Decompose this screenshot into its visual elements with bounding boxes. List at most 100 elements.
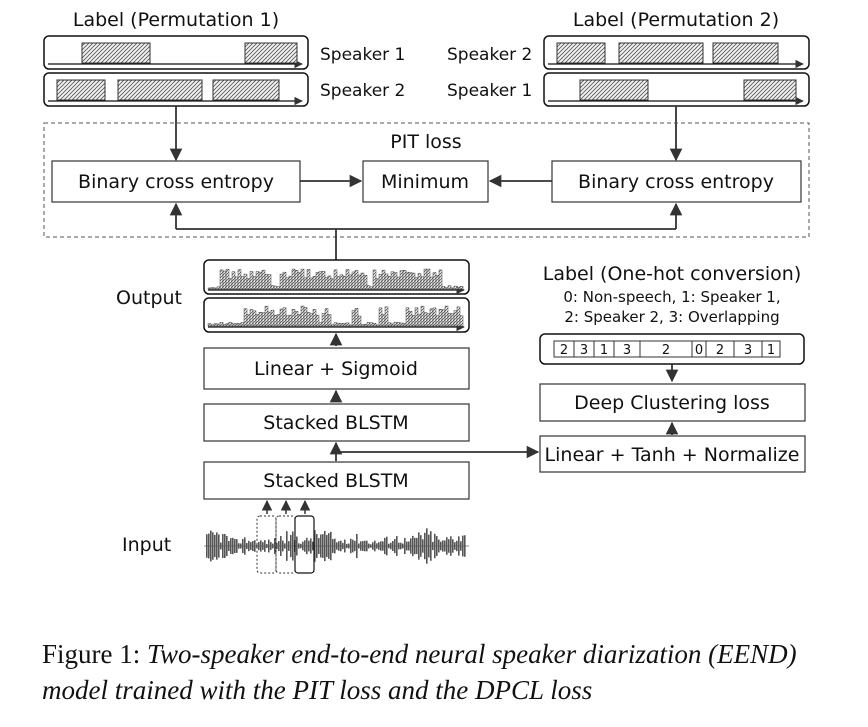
waveform-sample	[324, 530, 326, 562]
onehot-cell-value: 3	[580, 343, 588, 358]
output-posterior-bar	[441, 309, 446, 327]
output-posterior-bar	[258, 312, 263, 327]
waveform-sample	[412, 535, 414, 557]
waveform-sample	[414, 537, 416, 555]
waveform-sample	[266, 544, 268, 548]
output-posterior-bar	[297, 314, 302, 327]
output-posterior-bar	[264, 305, 269, 327]
output-posterior-bar	[258, 271, 263, 290]
output-posterior-bar	[252, 310, 257, 327]
waveform-sample	[418, 532, 420, 560]
output-posterior-bar	[402, 323, 407, 327]
waveform-sample	[276, 542, 278, 550]
waveform-sample	[442, 540, 444, 552]
output-posterior-bar	[264, 273, 269, 290]
output-posterior-bar	[228, 321, 233, 327]
waveform-sample	[254, 540, 256, 552]
output-posterior-bar	[414, 307, 419, 327]
output-posterior-bar	[285, 315, 290, 327]
waveform-sample	[360, 541, 362, 551]
waveform-sample	[358, 543, 360, 549]
waveform-sample	[302, 541, 304, 551]
waveform-sample	[400, 542, 402, 550]
output-posterior-bar	[315, 272, 320, 290]
output-posterior-bar	[363, 275, 368, 290]
waveform-sample	[338, 541, 340, 551]
output-posterior-bar	[438, 269, 443, 290]
output-posterior-bar	[444, 305, 449, 327]
output-posterior-bar	[249, 309, 254, 327]
output-posterior-bar	[393, 272, 398, 290]
output-posterior-bar	[285, 277, 290, 290]
output-posterior-bar	[450, 313, 455, 327]
waveform-sample	[240, 543, 242, 549]
waveform-sample	[440, 541, 442, 551]
output-posterior-bar	[396, 321, 401, 327]
waveform-sample	[228, 540, 230, 552]
waveform-sample	[452, 539, 454, 553]
waveform-sample	[364, 540, 366, 552]
perm1-speaker2-track	[43, 72, 309, 107]
output-posterior-bar	[417, 313, 422, 327]
waveform-sample	[316, 534, 318, 558]
speech-segment	[117, 79, 203, 101]
output-posterior-bar	[381, 269, 386, 290]
output-posterior-bar	[375, 278, 380, 290]
embedding-label: Linear + Tanh + Normalize	[545, 444, 800, 466]
waveform-sample	[210, 530, 212, 562]
output-posterior-bar	[219, 269, 224, 290]
waveform-sample	[232, 537, 234, 555]
output-posterior-bar	[306, 269, 311, 290]
output-posterior-bar	[405, 307, 410, 327]
waveform-sample	[250, 542, 252, 550]
perm2-speaker2-track	[543, 35, 810, 70]
waveform-sample	[438, 539, 440, 553]
waveform-sample	[342, 542, 344, 550]
output-posterior-bar	[324, 276, 329, 290]
output-posterior-bar	[207, 287, 212, 290]
onehot-cell-value: 0	[695, 343, 703, 358]
output-posterior-bar	[321, 271, 326, 290]
waveform-sample	[218, 534, 220, 558]
output-posterior-bar	[270, 285, 275, 290]
output-posterior-bar	[306, 312, 311, 327]
output-label: Output	[116, 287, 182, 309]
output-posterior-bar	[435, 315, 440, 327]
output-posterior-bar	[408, 272, 413, 290]
waveform-sample	[282, 540, 284, 552]
output-posterior-bar	[450, 287, 455, 290]
output-posterior-bar	[282, 271, 287, 290]
output-posterior-bar	[210, 287, 215, 290]
output-posterior-bar	[459, 315, 464, 327]
waveform-sample	[310, 538, 312, 554]
output-posterior-bar	[276, 286, 281, 290]
waveform-sample	[352, 539, 354, 553]
perm2-title: Label (Permutation 2)	[573, 9, 779, 31]
output-posterior-bar	[288, 275, 293, 290]
output-posterior-bar	[360, 324, 365, 327]
output-posterior-bar	[246, 314, 251, 327]
waveform-sample	[234, 539, 236, 553]
output-posterior-bar	[300, 305, 305, 327]
output-posterior-bar	[327, 314, 332, 327]
output-posterior-bar	[249, 271, 254, 290]
output-posterior-bar	[309, 277, 314, 290]
output-posterior-bar	[435, 275, 440, 290]
output-posterior-bar	[216, 323, 221, 327]
output-posterior-bar	[387, 322, 392, 327]
output-posterior-bar	[291, 309, 296, 327]
waveform-sample	[410, 538, 412, 554]
waveform-sample	[434, 533, 436, 559]
speech-segment	[212, 79, 280, 101]
waveform-sample	[424, 532, 426, 560]
minimum-box: Minimum	[362, 160, 489, 203]
output-posterior-bar	[309, 313, 314, 327]
output-posterior-bar	[252, 276, 257, 290]
waveform-sample	[332, 539, 334, 553]
waveform-sample	[422, 539, 424, 553]
waveform-sample	[270, 542, 272, 550]
input-frame-window	[256, 515, 277, 574]
output-posterior-bar	[243, 273, 248, 290]
output-posterior-bar	[315, 314, 320, 327]
input-label: Input	[122, 534, 171, 556]
